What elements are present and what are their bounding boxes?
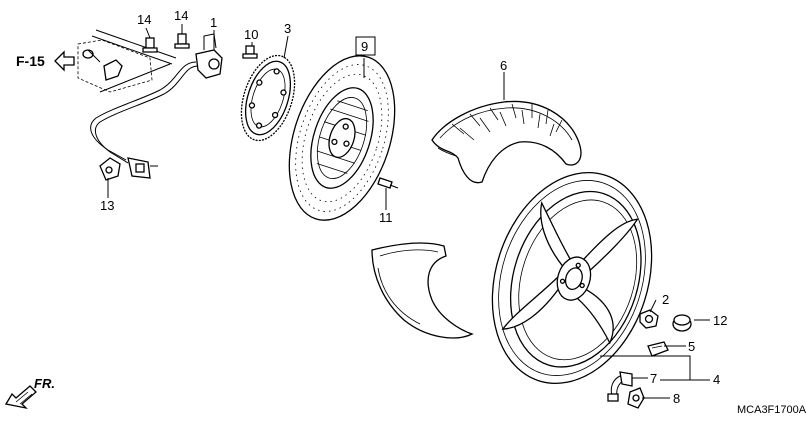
diagonal-hatched-arrow-icon [4,385,37,410]
valve-stem-7-icon [607,371,633,402]
pulser-ring-3 [240,45,296,142]
part-label-2: 2 [662,292,669,307]
front-direction-indicator: FR. [4,376,55,410]
left-outline-arrow-icon [54,50,75,72]
front-label: FR. [34,376,55,391]
bolt-10-icon [242,45,258,59]
mudguard-piece [371,242,474,339]
rear-wheel-rim [491,171,653,385]
part-label-14-left: 14 [137,12,151,27]
part-label-10: 10 [244,27,258,42]
axle-nut-2-icon [639,309,659,329]
tire-6 [431,100,582,184]
part-label-12: 12 [713,313,727,328]
part-label-1: 1 [210,15,217,30]
reference-f15[interactable]: F-15 [16,50,75,72]
brake-disc-9 [288,55,399,221]
part-label-13: 13 [100,198,114,213]
part-label-4: 4 [713,372,720,387]
part-label-9-box [355,36,376,56]
diagram-code: MCA3F1700A [737,404,807,416]
part-label-14-right: 14 [174,8,188,23]
leader-lines [107,24,710,399]
part-label-6: 6 [500,58,507,73]
part-label-9: 9 [361,39,368,54]
cable-clamp-13-icon [99,157,121,181]
part-label-7: 7 [650,371,657,386]
clip-8-icon [627,387,645,409]
part-label-8: 8 [673,391,680,406]
sensor-connector-icon [127,157,158,179]
bolt-14-right-icon [174,33,190,49]
valve-5-icon [647,341,669,357]
bolt-14-left-icon [142,37,158,53]
part-label-3: 3 [284,21,291,36]
part-label-5: 5 [688,339,695,354]
bolt-11-icon [377,177,399,189]
cap-12-icon [672,314,692,332]
part-label-11: 11 [379,210,393,225]
speed-sensor-assembly [77,29,223,181]
reference-label: F-15 [16,53,45,69]
